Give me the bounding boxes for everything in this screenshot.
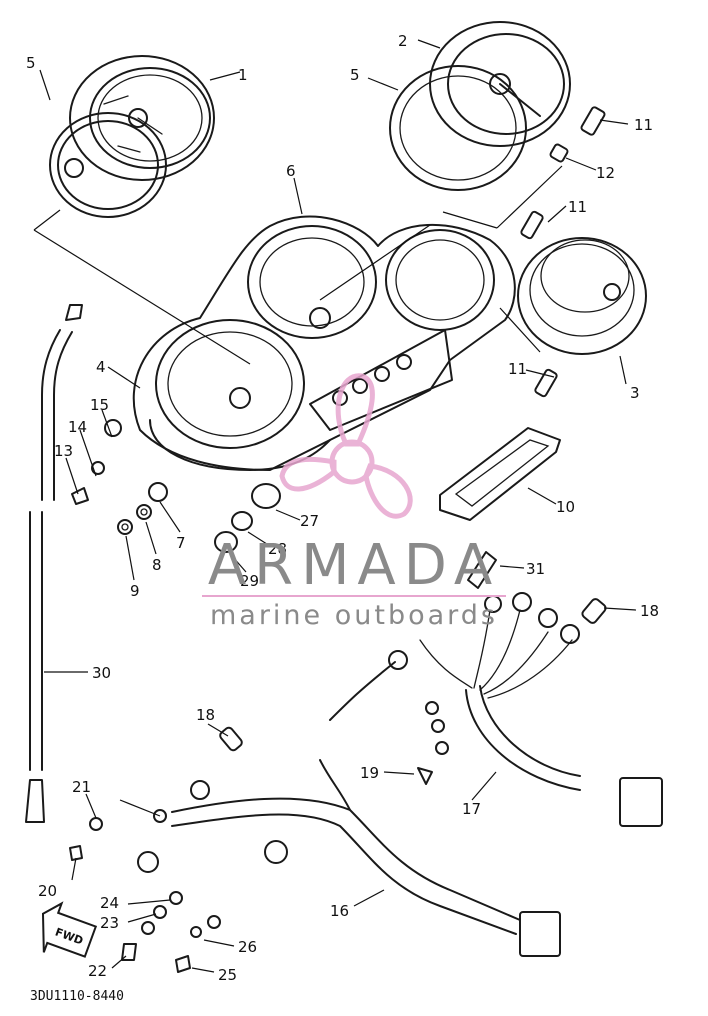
part-label: 17: [462, 800, 481, 818]
part-label: 12: [596, 164, 615, 182]
propeller-logo-icon: [279, 373, 413, 519]
part-label: 8: [152, 556, 162, 574]
hardware-drawing: [71, 419, 497, 589]
part-label: 29: [240, 572, 259, 590]
part-label: 11: [508, 360, 527, 378]
part-label: 16: [330, 902, 349, 920]
fwd-arrow-badge: FWD: [41, 901, 98, 958]
part-label: 18: [196, 706, 215, 724]
speedometer-drawing: [49, 55, 215, 218]
part-label: 1: [238, 66, 248, 84]
part-label: 21: [72, 778, 91, 796]
part-label: 19: [360, 764, 379, 782]
part-label: 6: [286, 162, 296, 180]
leader-lines: [39, 39, 637, 973]
wiring-harness-drawing: [69, 592, 663, 973]
speedometer-cable-drawing: [25, 304, 83, 823]
part-label: 20: [38, 882, 57, 900]
part-label: 10: [556, 498, 575, 516]
part-labels: 1 2 3 4 5 5 6 7 8 9 10 11 11 11 12 13 14…: [26, 32, 659, 984]
part-label: 2: [398, 32, 408, 50]
meter-housing-drawing: [33, 209, 541, 471]
part-label: 24: [100, 894, 119, 912]
part-label: 27: [300, 512, 319, 530]
indicator-cover-drawing: [439, 427, 561, 521]
part-label: 7: [176, 534, 186, 552]
watermark-tagline: marine outboards: [210, 600, 498, 631]
part-label: 9: [130, 582, 140, 600]
part-label: 11: [634, 116, 653, 134]
part-label: 30: [92, 664, 111, 682]
diagram-code: 3DU1110-8440: [30, 989, 124, 1004]
tachometer-drawing: [389, 21, 606, 229]
part-label: 3: [630, 384, 640, 402]
part-label: 13: [54, 442, 73, 460]
part-label: 28: [268, 540, 287, 558]
part-label: 15: [90, 396, 109, 414]
part-label: 22: [88, 962, 107, 980]
watermark: ARMADA marine outboards: [202, 373, 506, 631]
part-label: 23: [100, 914, 119, 932]
part-label: 14: [68, 418, 87, 436]
part-label: 4: [96, 358, 106, 376]
part-label: 11: [568, 198, 587, 216]
part-label: 25: [218, 966, 237, 984]
part-label: 31: [526, 560, 545, 578]
part-label: 18: [640, 602, 659, 620]
gauge-drawing: [517, 210, 647, 398]
watermark-brand: ARMADA: [208, 533, 500, 598]
part-label: 5: [26, 54, 36, 72]
part-label: 26: [238, 938, 257, 956]
part-label: 5: [350, 66, 360, 84]
